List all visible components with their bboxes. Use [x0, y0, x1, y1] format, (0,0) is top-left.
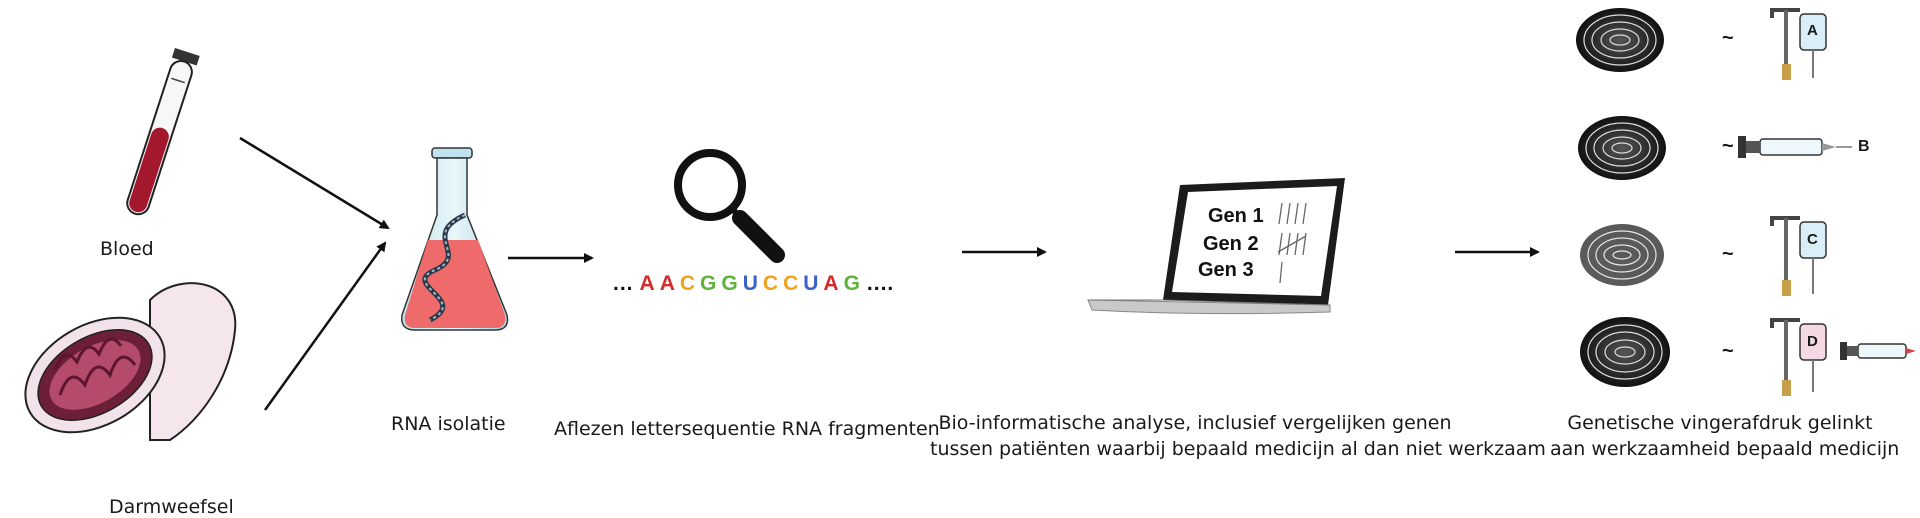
- genetic-label-line2: aan werkzaamheid bepaald medicijn: [1550, 438, 1900, 460]
- sequence-prefix: ...: [613, 272, 634, 295]
- rna-isolation-label: RNA isolatie: [391, 413, 506, 435]
- bioinfo-label-line2: tussen patiënten waarbij bepaald medicij…: [930, 438, 1546, 460]
- nucleotide-letter: A: [639, 272, 656, 295]
- arrow-tissue-to-flask: [263, 241, 387, 411]
- similarity-tilde: ~: [1722, 135, 1734, 157]
- iv-bag-icon: [1770, 318, 1827, 396]
- nucleotide-letter: C: [762, 272, 780, 295]
- sequence-suffix: ....: [866, 272, 895, 295]
- nucleotide-letter: C: [783, 272, 800, 295]
- blood-tube-icon: [126, 48, 200, 216]
- treatment-letter: C: [1807, 231, 1818, 248]
- fingerprint-icon: [1576, 8, 1664, 72]
- similarity-tilde: ~: [1722, 243, 1734, 265]
- blood-label: Bloed: [100, 238, 154, 260]
- arrow-blood-to-flask: [239, 136, 390, 230]
- nucleotide-letter: G: [700, 272, 718, 295]
- genetic-label: Genetische vingerafdruk gelinkt aan werk…: [1550, 412, 1900, 460]
- intestine-label: Darmweefsel: [109, 496, 234, 518]
- fingerprint-icon: [1580, 317, 1670, 387]
- genetic-label-line1: Genetische vingerafdruk gelinkt: [1567, 412, 1873, 434]
- laptop-gen1: Gen 1: [1208, 205, 1264, 227]
- bioinfo-label: Bio-informatische analyse, inclusief ver…: [930, 412, 1546, 460]
- fingerprint-icon: [1580, 224, 1664, 286]
- treatment-letter: A: [1807, 22, 1818, 39]
- nucleotide-letter: A: [659, 272, 676, 295]
- fingerprint-icon: [1578, 116, 1666, 180]
- bioinfo-label-line1: Bio-informatische analyse, inclusief ver…: [938, 412, 1452, 434]
- similarity-tilde: ~: [1722, 27, 1734, 49]
- syringe-icon: [1840, 342, 1916, 360]
- syringe-icon: [1738, 136, 1852, 158]
- nucleotide-letter: A: [823, 272, 840, 295]
- nucleotide-letter: C: [679, 272, 697, 295]
- iv-bag-icon: [1770, 8, 1827, 80]
- nucleotide-letter: G: [721, 272, 739, 295]
- laptop-gen3: Gen 3: [1198, 259, 1254, 281]
- laptop-icon: [1087, 178, 1345, 315]
- magnifying-glass-icon: [674, 149, 785, 263]
- flask-icon: [401, 147, 509, 331]
- nucleotide-letter: G: [843, 272, 861, 295]
- reading-label: Aflezen lettersequentie RNA fragmenten: [554, 418, 940, 440]
- nucleotide-letter: U: [742, 272, 759, 295]
- intestine-icon: [24, 282, 237, 441]
- laptop-gen2: Gen 2: [1203, 233, 1259, 255]
- treatment-letter: B: [1858, 138, 1870, 155]
- iv-bag-icon: [1770, 216, 1827, 296]
- nucleotide-letter: U: [803, 272, 820, 295]
- treatment-letter: D: [1807, 333, 1818, 350]
- similarity-tilde: ~: [1722, 340, 1734, 362]
